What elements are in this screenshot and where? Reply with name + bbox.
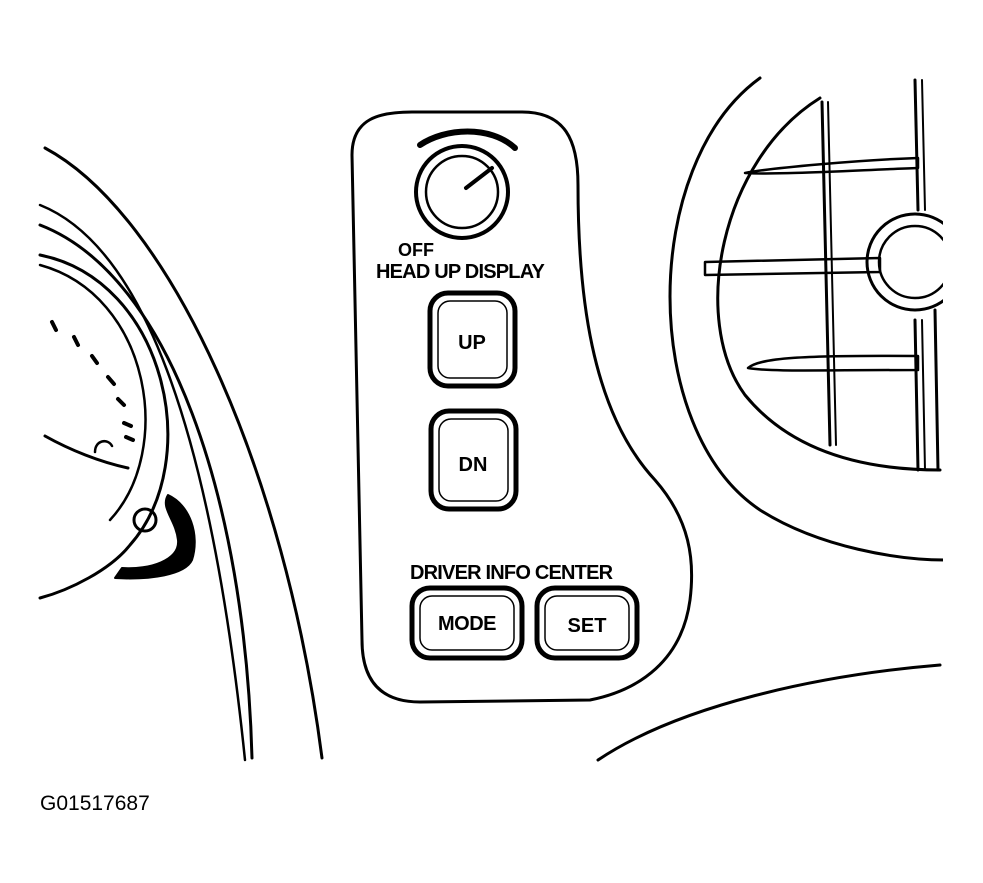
driver-info-center-label: DRIVER INFO CENTER [410,562,614,584]
gauge-needle [43,434,130,470]
dash-lower-line [596,663,942,762]
gauge-rim-inner [38,263,147,522]
vent-bar-v3 [913,318,920,472]
figure-id-label: G01517687 [40,792,150,815]
dn-button-label: DN [459,454,488,476]
knob-outer-ring [414,144,510,240]
edge-mask [943,60,983,580]
knob-off-label: OFF [398,240,434,260]
head-up-display-label: HEAD UP DISPLAY [376,261,546,283]
set-button[interactable] [534,585,640,661]
gauge-ticks [50,320,135,442]
cluster-inner-edge [38,223,254,760]
up-button[interactable] [427,290,518,389]
up-button-label: UP [458,332,486,354]
mode-button-label: MODE [438,613,496,635]
vent-louver-1 [743,156,920,175]
vent-bar-v2b [921,79,926,211]
set-button-label: SET [568,615,607,637]
vent-bar-v2 [913,78,920,212]
knob-inner-ring [424,154,500,230]
control-panel [350,110,694,704]
cluster-bezel-arc [38,203,247,762]
vent-bar-v3b [921,319,926,471]
control-panel-outline [350,110,694,704]
vent-bar-v4 [933,308,940,472]
instrument-cluster [38,146,324,762]
gauge-screw [132,507,158,533]
knob-pointer [464,166,494,190]
dn-button[interactable] [428,408,519,512]
gauge-rim-outer [38,253,170,600]
vent-hub-inner [877,224,953,300]
mode-button[interactable] [409,585,525,661]
vent-louver-2 [703,256,882,277]
gauge-needle-hub [93,439,114,454]
rotary-dial-icon[interactable] [414,128,518,240]
air-vent-icon [596,76,965,762]
dash-outer-arc [668,76,947,562]
vent-bezel-arc [716,96,942,472]
vent-louver-3 [746,354,920,372]
gauge-icon [38,253,170,600]
cluster-outer-edge [43,146,324,760]
cluster-mount-bracket [114,494,196,580]
knob-range-arc [417,128,518,151]
